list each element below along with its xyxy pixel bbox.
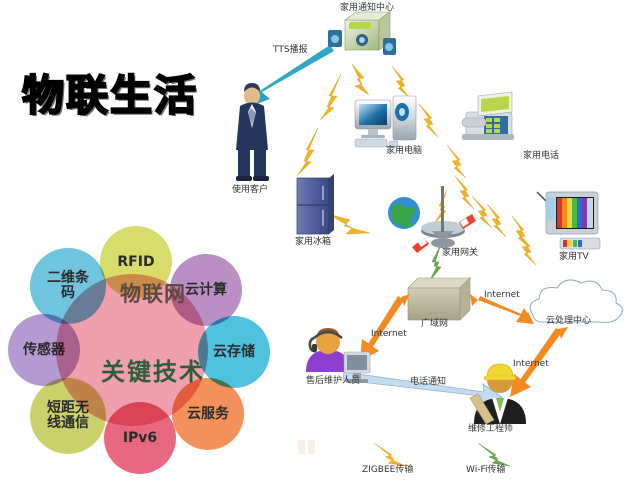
label-home-phone: 家用电话 <box>523 151 560 161</box>
wan-icon <box>407 277 471 321</box>
venn-petal-cloud-computing[interactable]: 云计算 <box>170 254 242 326</box>
label-repair-engineer: 维修工程师 <box>468 424 514 434</box>
label-support-staff: 售后维护人员 <box>306 376 361 386</box>
label-home-computer: 家用电脑 <box>386 146 423 156</box>
venn-diagram: 物联网 关键技术 RFID 云计算 云存储 云服务 IPv6 短距无 线通信 传… <box>8 226 298 476</box>
label-cloud-center: 云处理中心 <box>546 316 592 326</box>
venn-petal-cloud-storage[interactable]: 云存储 <box>198 316 270 388</box>
label-home-gateway: 家用网关 <box>442 248 479 258</box>
notification-center-icon <box>328 11 396 55</box>
legend-zigbee-bolt <box>373 442 407 467</box>
legend-wifi-bolt <box>477 442 511 467</box>
venn-petal-short-range-wireless[interactable]: 短距无 线通信 <box>30 378 106 454</box>
venn-petal-label: 云服务 <box>187 405 229 422</box>
venn-petal-label: RFID <box>117 253 155 270</box>
venn-core-top-label: 物联网 <box>120 282 186 306</box>
label-phone-notice: 电话通知 <box>410 377 447 387</box>
label-internet-3: Internet <box>513 359 549 369</box>
internet-arrows <box>360 294 568 397</box>
label-tts: TTS播报 <box>273 45 308 55</box>
home-fridge-icon <box>296 174 334 235</box>
label-user: 使用客户 <box>232 185 269 195</box>
label-home-tv: 家用TV <box>559 252 589 262</box>
venn-petal-label: 云计算 <box>185 281 227 298</box>
home-tv-icon <box>536 191 601 250</box>
label-notification-center: 家用通知中心 <box>340 3 395 13</box>
label-home-fridge: 家用冰箱 <box>295 237 332 247</box>
label-internet-2: Internet <box>371 329 407 339</box>
venn-petal-rfid[interactable]: RFID <box>100 226 172 298</box>
repair-engineer-icon <box>469 363 526 425</box>
legend-label-wifi: Wi-Fi传输 <box>466 465 506 475</box>
venn-core-bottom-label: 关键技术 <box>101 358 205 386</box>
venn-petal-sensor[interactable]: 传感器 <box>8 314 80 386</box>
venn-petal-cloud-service[interactable]: 云服务 <box>172 378 244 450</box>
venn-petal-ipv6[interactable]: IPv6 <box>104 402 176 474</box>
venn-petal-label: 云存储 <box>213 343 255 360</box>
venn-petal-label: 二维条 码 <box>47 270 89 301</box>
venn-petal-label: 传感器 <box>23 341 65 358</box>
legend-label-zigbee: ZIGBEE传输 <box>362 465 414 475</box>
label-wan: 广域网 <box>421 319 449 329</box>
cloud-center-icon <box>529 279 623 323</box>
support-staff-icon <box>306 328 371 383</box>
home-computer-icon <box>354 95 417 148</box>
venn-petal-2d-barcode[interactable]: 二维条 码 <box>30 248 106 324</box>
watermark <box>298 440 315 454</box>
page-title: 物联生活 <box>21 70 199 121</box>
label-internet-1: Internet <box>484 290 520 300</box>
venn-petal-label: 短距无 线通信 <box>47 400 89 431</box>
home-phone-icon <box>461 91 514 140</box>
user-icon <box>236 83 269 181</box>
home-gateway-icon <box>388 186 476 253</box>
venn-petal-label: IPv6 <box>122 429 158 446</box>
